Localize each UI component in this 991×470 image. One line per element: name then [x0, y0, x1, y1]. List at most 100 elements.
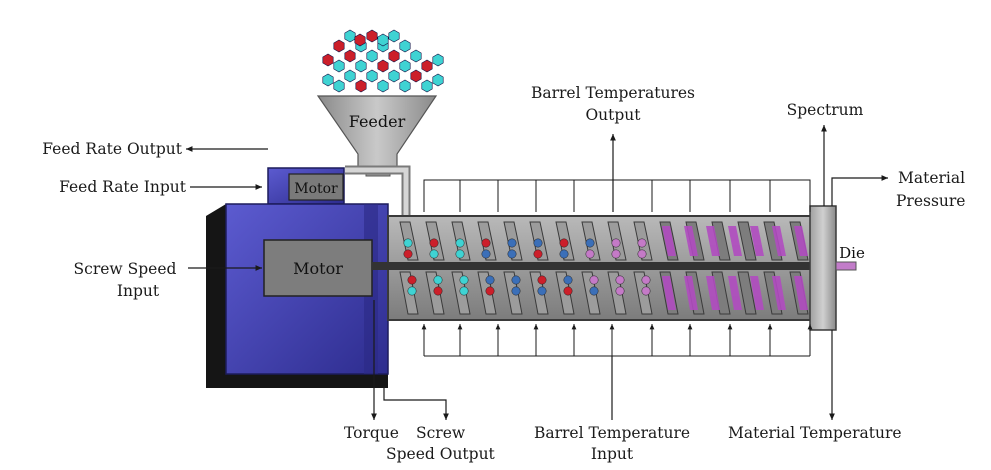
pellet: [344, 29, 356, 43]
barrel-pellet: [615, 286, 625, 296]
label-barrel-temp-input-1: Barrel Temperature: [533, 424, 691, 442]
die-label: Die: [839, 244, 865, 262]
pellet: [366, 29, 378, 43]
barrel-pellet: [481, 249, 491, 259]
pellet: [355, 59, 367, 73]
annotation-arrows: [186, 124, 888, 420]
barrel-pellet: [559, 238, 569, 248]
melt-streak: [772, 276, 786, 310]
label-material-pressure-2: Pressure: [896, 192, 966, 210]
pellet: [399, 59, 411, 73]
pellet: [355, 79, 367, 93]
barrel-pellet: [641, 275, 651, 285]
feed-pipe-inner: [345, 167, 409, 222]
sensor-bus-top: [423, 179, 811, 212]
pellet: [333, 79, 345, 93]
top-sensor-lines: [423, 179, 811, 212]
label-spectrum: Spectrum: [786, 101, 864, 119]
barrel-pellet: [537, 275, 547, 285]
melt-streak: [684, 226, 698, 256]
barrel-pellet: [563, 275, 573, 285]
screw-flight: [737, 221, 757, 261]
barrel-pellet: [459, 275, 469, 285]
barrel-pellet: [403, 249, 413, 259]
barrel-pellet: [637, 238, 647, 248]
pellet: [377, 33, 389, 47]
barrel-pellet: [403, 238, 413, 248]
barrel-pellet: [533, 238, 543, 248]
pellet: [388, 29, 400, 43]
pellet: [344, 69, 356, 83]
melt-streak: [728, 226, 742, 256]
barrel-pellet: [433, 286, 443, 296]
label-barrel-temp-output-1: Barrel Temperatures: [530, 84, 695, 102]
barrel-pellet: [407, 286, 417, 296]
barrel-pellets: [403, 238, 651, 296]
melt-streak: [750, 226, 764, 256]
barrel-pellet: [511, 286, 521, 296]
barrel-pellet: [611, 238, 621, 248]
label-torque: Torque: [344, 424, 399, 442]
barrel-pellet: [429, 238, 439, 248]
main-motor-label: Motor: [293, 259, 343, 278]
pellet: [344, 49, 356, 63]
melt-streak: [772, 226, 786, 256]
pellet: [399, 79, 411, 93]
barrel-pellet: [585, 238, 595, 248]
melt-streak: [794, 276, 808, 310]
barrel-pellet: [485, 275, 495, 285]
barrel-pellet: [615, 275, 625, 285]
main-motor: Motor: [206, 203, 389, 388]
label-barrel-temp-output-2: Output: [585, 106, 641, 124]
small-motor: Motor: [267, 167, 345, 205]
barrel-pellet: [455, 238, 465, 248]
label-material-pressure-1: Material: [898, 169, 966, 187]
melt-streak: [662, 226, 676, 256]
small-motor-label: Motor: [294, 181, 338, 197]
barrel-pellet: [429, 249, 439, 259]
pellet: [388, 69, 400, 83]
label-screw-speed-input-2: Input: [116, 282, 160, 300]
pellet: [377, 59, 389, 73]
barrel-pellet: [589, 275, 599, 285]
pellet: [322, 53, 334, 67]
arrow-material-pressure: [831, 175, 888, 206]
barrel-pellet: [485, 286, 495, 296]
pellet: [366, 69, 378, 83]
melt-streak: [706, 276, 720, 310]
pellet: [322, 73, 334, 87]
melt-streak: [662, 276, 676, 310]
barrel-pellet: [481, 238, 491, 248]
barrel-pellet: [641, 286, 651, 296]
pellet: [377, 79, 389, 93]
pellet: [399, 39, 411, 53]
arrow-screw-speed-output: [383, 386, 449, 420]
barrel-pellet: [507, 238, 517, 248]
barrel-pellet: [563, 286, 573, 296]
barrel: [372, 215, 813, 321]
pellet: [410, 69, 422, 83]
pellet: [354, 33, 366, 47]
pellet: [432, 73, 444, 87]
barrel-pellet: [455, 249, 465, 259]
barrel-pellet: [533, 249, 543, 259]
pellet: [333, 59, 345, 73]
barrel-pellet: [537, 286, 547, 296]
barrel-pellet: [559, 249, 569, 259]
pellet: [421, 79, 433, 93]
label-feed-rate-output: Feed Rate Output: [42, 140, 182, 158]
pellet: [432, 53, 444, 67]
feeder-label: Feeder: [349, 112, 406, 131]
screw-flight: [737, 271, 757, 315]
die: Die: [809, 205, 865, 331]
barrel-pellet: [585, 249, 595, 259]
label-screw-speed-output-1: Screw: [416, 424, 466, 442]
melt-streak: [684, 276, 698, 310]
barrel-pellet: [459, 286, 469, 296]
label-screw-speed-input-1: Screw Speed: [73, 260, 177, 278]
pellet: [366, 49, 378, 63]
pellets-pile: [322, 29, 444, 93]
label-screw-speed-output-2: Speed Output: [386, 445, 495, 463]
